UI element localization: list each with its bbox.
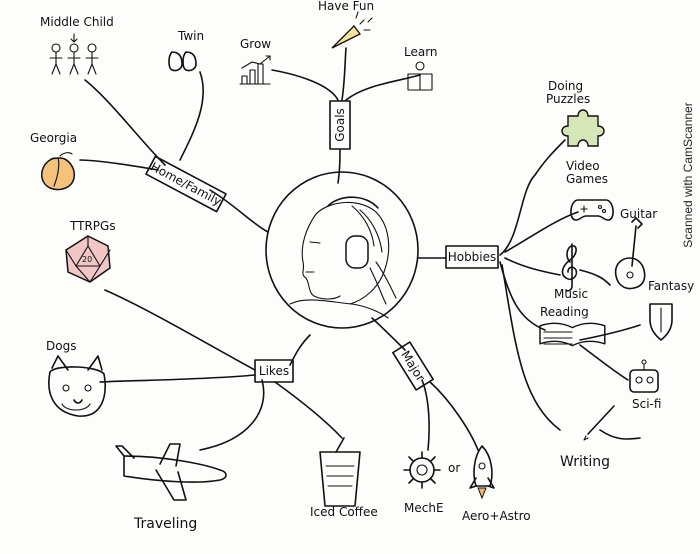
or-label: or (448, 461, 460, 475)
shield-icon (649, 303, 673, 341)
branch-home-family-label: Home/Family (148, 159, 224, 208)
writing-label: Writing (560, 454, 610, 470)
fantasy-node: Fantasy (648, 279, 694, 341)
dogs-node: Dogs (46, 339, 106, 417)
gear-icon (403, 451, 441, 489)
branch-major-label: Major (398, 348, 428, 384)
puzzle-piece-icon (561, 109, 605, 147)
music-node: Music (554, 243, 588, 301)
traveling-node: Traveling (115, 443, 227, 532)
grow-label: Grow (240, 37, 271, 51)
camscanner-watermark: Scanned with CamScanner (681, 102, 695, 247)
georgia-node: Georgia (30, 131, 77, 191)
georgia-label: Georgia (30, 131, 77, 145)
grow-node: Grow (239, 37, 271, 85)
doing-puzzles-node: Doing Puzzles (546, 79, 605, 147)
learn-label: Learn (404, 45, 438, 59)
three-people-icon (49, 33, 99, 75)
center-portrait (265, 171, 419, 329)
scifi-node: Sci-fi (629, 359, 661, 411)
middle-child-node: Middle Child (40, 15, 114, 75)
have-fun-label-1: Have Fun (318, 0, 374, 13)
reading-person-icon (407, 61, 433, 91)
aeroastro-label: Aero+Astro (462, 509, 531, 523)
iced-coffee-label: Iced Coffee (310, 505, 378, 519)
branch-likes-label: Likes (259, 364, 289, 378)
meche-label: MechE (404, 501, 444, 515)
branch-home-family[interactable]: Home/Family (145, 155, 227, 213)
writing-node: Writing (560, 405, 615, 470)
reading-label: Reading (540, 305, 589, 319)
party-horn-icon (331, 11, 373, 49)
treble-clef-icon (561, 243, 578, 292)
baby-shoes-icon (168, 51, 197, 72)
scifi-label: Sci-fi (632, 397, 661, 411)
have-fun-node: Have Fun (318, 0, 374, 49)
growth-chart-icon (239, 55, 271, 85)
guitar-icon (614, 217, 646, 290)
airplane-icon (115, 443, 227, 501)
doing-puzzles-label-2: Puzzles (546, 92, 590, 106)
video-games-label-1: Video (566, 159, 600, 173)
connector-lines (79, 47, 641, 451)
music-label: Music (554, 287, 588, 301)
svg-text:20: 20 (82, 255, 92, 264)
learn-node: Learn (404, 45, 438, 91)
branch-goals[interactable]: Goals (329, 100, 351, 150)
open-book-icon (539, 322, 606, 347)
video-games-label-2: Games (566, 172, 608, 186)
branch-goals-label: Goals (333, 108, 347, 142)
rocket-icon (469, 445, 495, 500)
iced-coffee-node: Iced Coffee (310, 437, 378, 519)
peach-icon (41, 152, 76, 191)
reading-node: Reading (539, 305, 606, 347)
middle-child-label: Middle Child (40, 15, 114, 29)
d20-die-icon: 20 (65, 235, 111, 283)
guitar-node: Guitar (614, 207, 657, 290)
branch-hobbies-label: Hobbies (448, 250, 497, 264)
branch-likes[interactable]: Likes (254, 359, 294, 383)
dog-face-icon (48, 355, 106, 417)
aeroastro-node: Aero+Astro (462, 445, 531, 523)
guitar-label: Guitar (620, 207, 657, 221)
dogs-label: Dogs (46, 339, 76, 353)
doing-puzzles-label-1: Doing (548, 79, 583, 93)
pen-icon (583, 405, 615, 441)
robot-icon (629, 359, 659, 393)
watermark-text: Scanned with CamScanner (681, 102, 695, 247)
traveling-label: Traveling (133, 516, 197, 532)
meche-node: or MechE (403, 451, 460, 515)
video-games-node: Video Games (566, 159, 614, 221)
twin-label: Twin (177, 29, 204, 43)
branch-hobbies[interactable]: Hobbies (445, 245, 499, 269)
fantasy-label: Fantasy (648, 279, 694, 293)
ttrpgs-label: TTRPGs (69, 219, 116, 233)
iced-coffee-cup-icon (319, 437, 361, 507)
game-controller-icon (570, 199, 614, 221)
ttrpgs-node: TTRPGs 20 (65, 219, 116, 283)
branch-major[interactable]: Major (392, 341, 434, 391)
twin-node: Twin (168, 29, 204, 72)
